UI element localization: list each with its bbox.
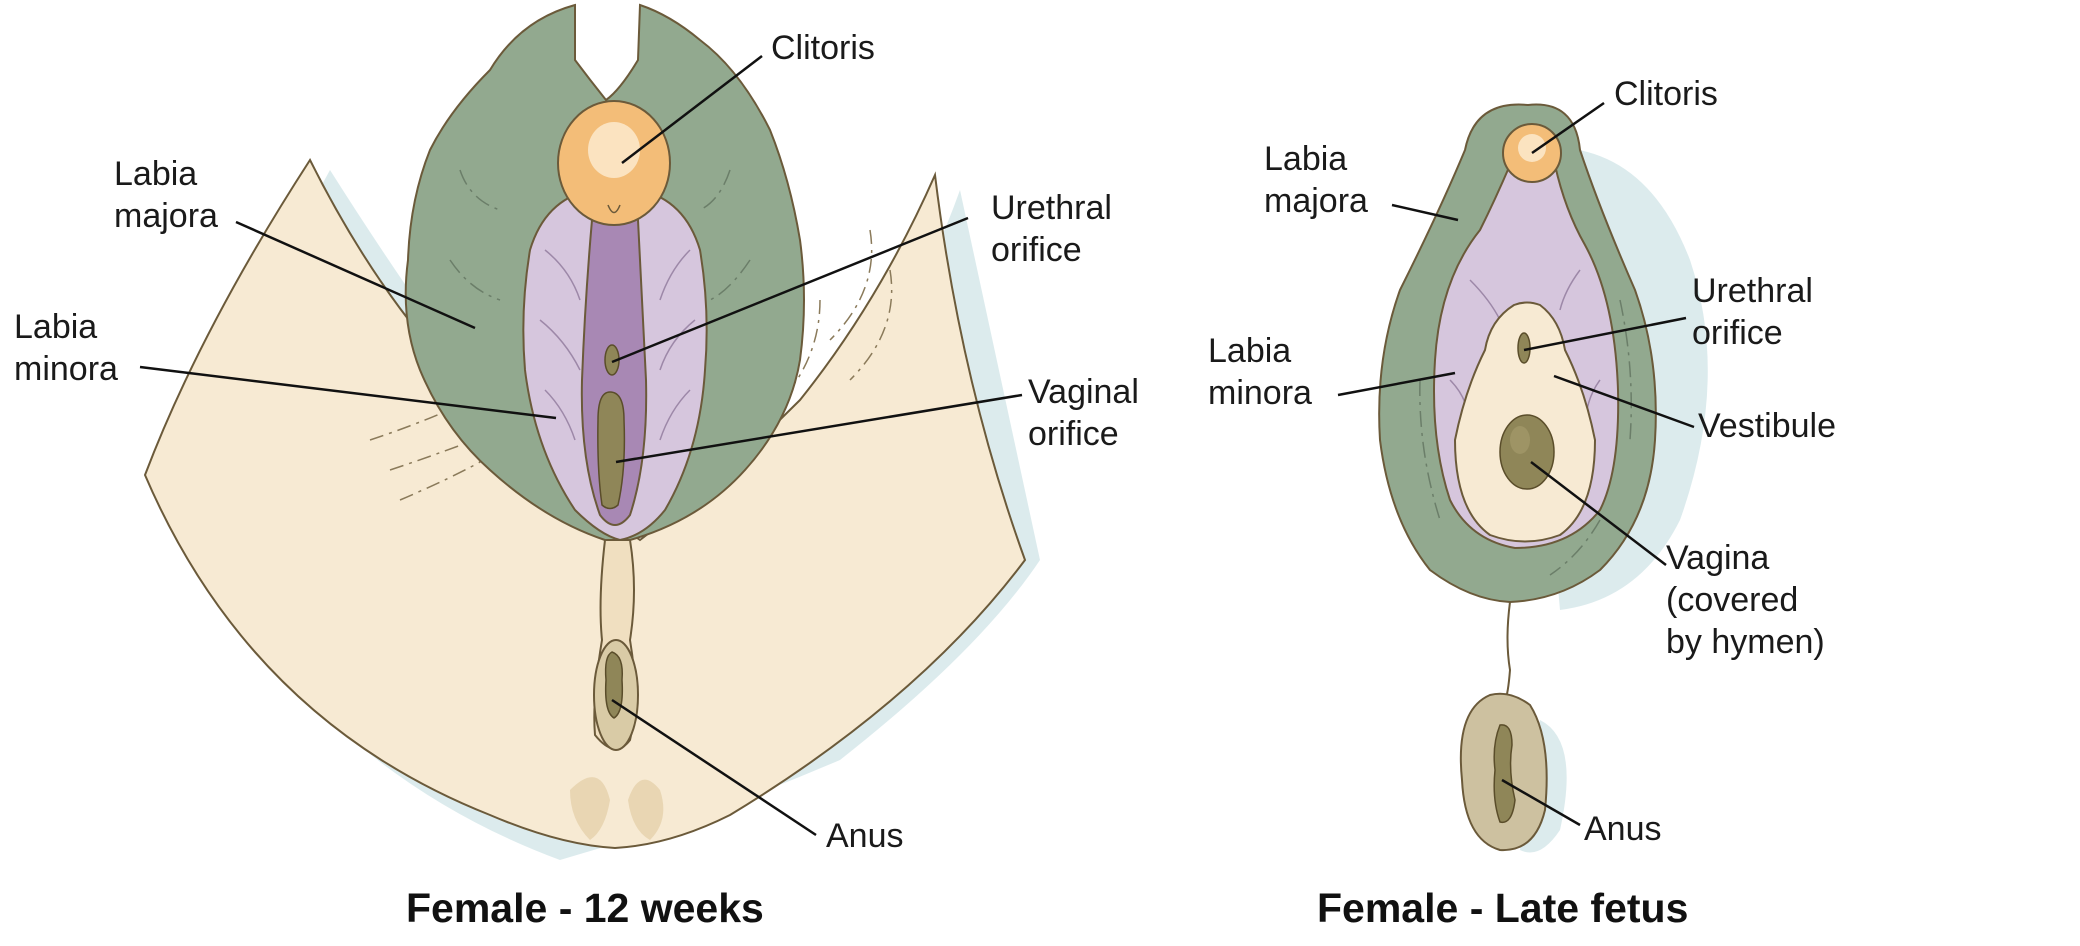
leader-labia-majora-late: [1391, 203, 1459, 222]
label-labia-minora-late: Labia minora: [1208, 332, 1312, 412]
label-vagina-late: Vagina (covered by hymen): [1666, 539, 1825, 661]
vaginal-orifice-12w: [597, 391, 626, 510]
leader-anus-late: [1501, 778, 1581, 827]
leader-labia-minora-late: [1337, 371, 1456, 397]
leader-anus-12w: [611, 698, 817, 837]
leader-labia-majora-12w: [235, 220, 476, 330]
label-clitoris-late: Clitoris: [1614, 75, 1718, 113]
hymen-shading: [1510, 426, 1530, 454]
majora-wrinkles-late: [1419, 299, 1632, 576]
leader-urethral-12w: [611, 216, 969, 364]
panel-12-weeks: [143, 3, 1040, 860]
minora-wrinkles-late: [1449, 269, 1601, 431]
caption-12-weeks: Female - 12 weeks: [406, 885, 764, 931]
clitoris-cleft-12w: [607, 204, 621, 214]
panel-late-fetus: [1378, 103, 1708, 853]
clitoris-highlight-12w: [588, 122, 640, 178]
leader-labia-minora-12w: [139, 365, 557, 420]
majora-wrinkles: [449, 169, 751, 301]
buttock-shade: [570, 777, 610, 840]
label-vaginal-orifice-12w: Vaginal orifice: [1028, 373, 1139, 453]
anus-late: [1493, 724, 1516, 824]
label-urethral-orifice-12w: Urethral orifice: [991, 189, 1112, 269]
vagina-late: [1499, 414, 1555, 490]
label-urethral-orifice-late: Urethral orifice: [1692, 272, 1813, 352]
leader-vagina-late: [1530, 461, 1667, 566]
label-anus-late: Anus: [1584, 810, 1662, 848]
caption-late-fetus: Female - Late fetus: [1317, 885, 1689, 931]
buttock-shade-2: [628, 779, 664, 840]
leader-clitoris-late: [1531, 101, 1605, 155]
perineal-thread-late: [1504, 601, 1512, 701]
label-anus-12w: Anus: [826, 817, 904, 855]
clitoris-highlight-late: [1518, 134, 1546, 162]
label-labia-minora-12w: Labia minora: [14, 308, 118, 388]
skin-fold-line-2: [789, 229, 893, 391]
anus-12w: [604, 651, 624, 719]
minora-wrinkles: [539, 249, 696, 441]
label-labia-majora-12w: Labia majora: [114, 155, 218, 235]
label-labia-majora-late: Labia majora: [1264, 140, 1368, 220]
leader-clitoris-12w: [621, 55, 763, 164]
leader-lines: [139, 55, 1695, 837]
leader-urethral-late: [1523, 316, 1687, 352]
label-clitoris-12w: Clitoris: [771, 29, 875, 67]
label-vestibule-late: Vestibule: [1698, 407, 1836, 445]
leader-vaginal-12w: [615, 393, 1023, 464]
leader-vestibule-late: [1553, 374, 1695, 429]
